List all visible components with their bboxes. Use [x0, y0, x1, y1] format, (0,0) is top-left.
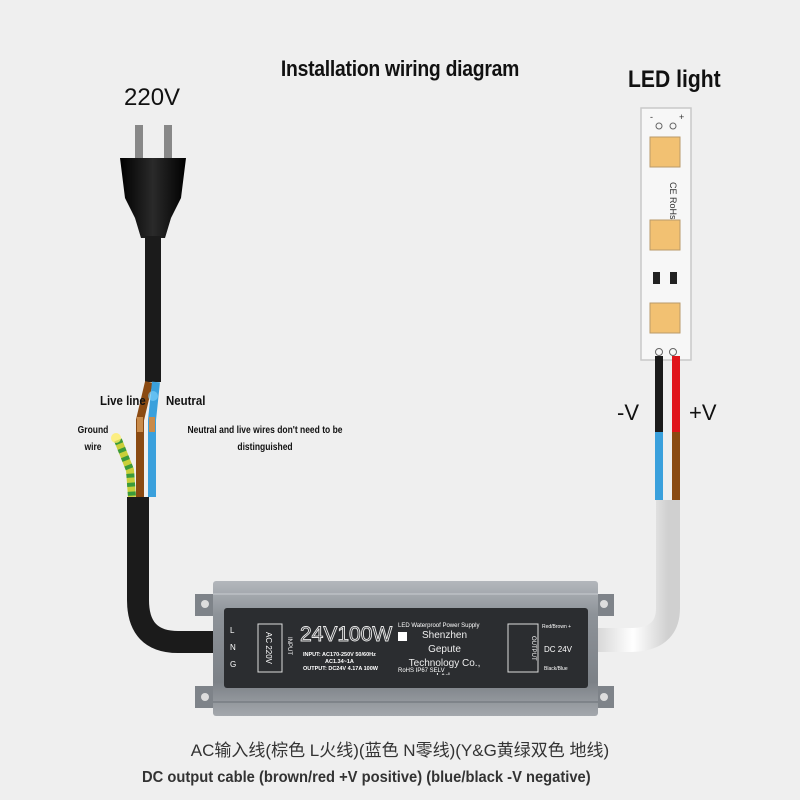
terminal-n: N	[230, 643, 236, 652]
output-spec: OUTPUT: DC24V 4.17A 100W	[303, 666, 379, 672]
output-pos: Red/Brown +	[542, 624, 571, 630]
dc-cable-note: DC output cable (brown/red +V positive) …	[142, 769, 591, 786]
led-chip	[649, 219, 681, 251]
maker-name: Shenzhen Gepute Technology Co., Ltd.	[408, 630, 481, 675]
led-strip: - + CE RoHs	[640, 107, 692, 361]
power-supply: L N G AC 220V INPUT 24V100W INPUT: AC170…	[195, 581, 614, 716]
ground-wire-label: Ground wire	[77, 425, 109, 453]
input-current: AC1.34~1A	[325, 659, 354, 665]
input-tag: INPUT	[286, 637, 292, 655]
dc-wires	[655, 356, 680, 500]
led-chip	[649, 136, 681, 168]
plug-icon	[120, 125, 186, 238]
terminal-g: G	[230, 660, 236, 669]
input-box-text: AC 220V	[264, 632, 273, 665]
plus-v-label: +V	[689, 400, 717, 425]
ac-cable-lower	[127, 497, 216, 653]
diagram-title: Installation wiring diagram	[280, 56, 520, 81]
output-tag: OUTPUT	[530, 636, 536, 661]
minus-v-label: -V	[617, 400, 639, 425]
terminal-l: L	[230, 626, 235, 635]
ac-wires	[111, 381, 160, 498]
svg-text:-: -	[650, 112, 653, 122]
output-neg: Black/Blue	[544, 666, 568, 672]
cert-marks: RoHS IP67 SELV	[398, 668, 445, 674]
input-spec: INPUT: AC170-250V 50/60Hz	[303, 652, 376, 658]
led-chip	[649, 302, 681, 334]
dc-cable	[598, 500, 680, 652]
live-line-label: Live line	[100, 393, 146, 408]
psu-label	[224, 608, 588, 688]
wire-note: Neutral and live wires don't need to be …	[187, 425, 343, 453]
output-box-text: DC 24V	[544, 645, 573, 654]
strip-mark: CE RoHs	[668, 182, 678, 220]
voltage-label: 220V	[124, 84, 181, 111]
product-name: LED Waterproof Power Supply	[398, 623, 479, 629]
svg-text:+: +	[679, 112, 684, 122]
psu-model: 24V100W	[300, 623, 392, 646]
led-light-title: LED light	[628, 66, 721, 93]
neutral-label: Neutral	[166, 393, 206, 408]
ac-cable-note: AC输入线(棕色 L火线)(蓝色 N零线)(Y&G黄绿双色 地线)	[190, 741, 610, 760]
